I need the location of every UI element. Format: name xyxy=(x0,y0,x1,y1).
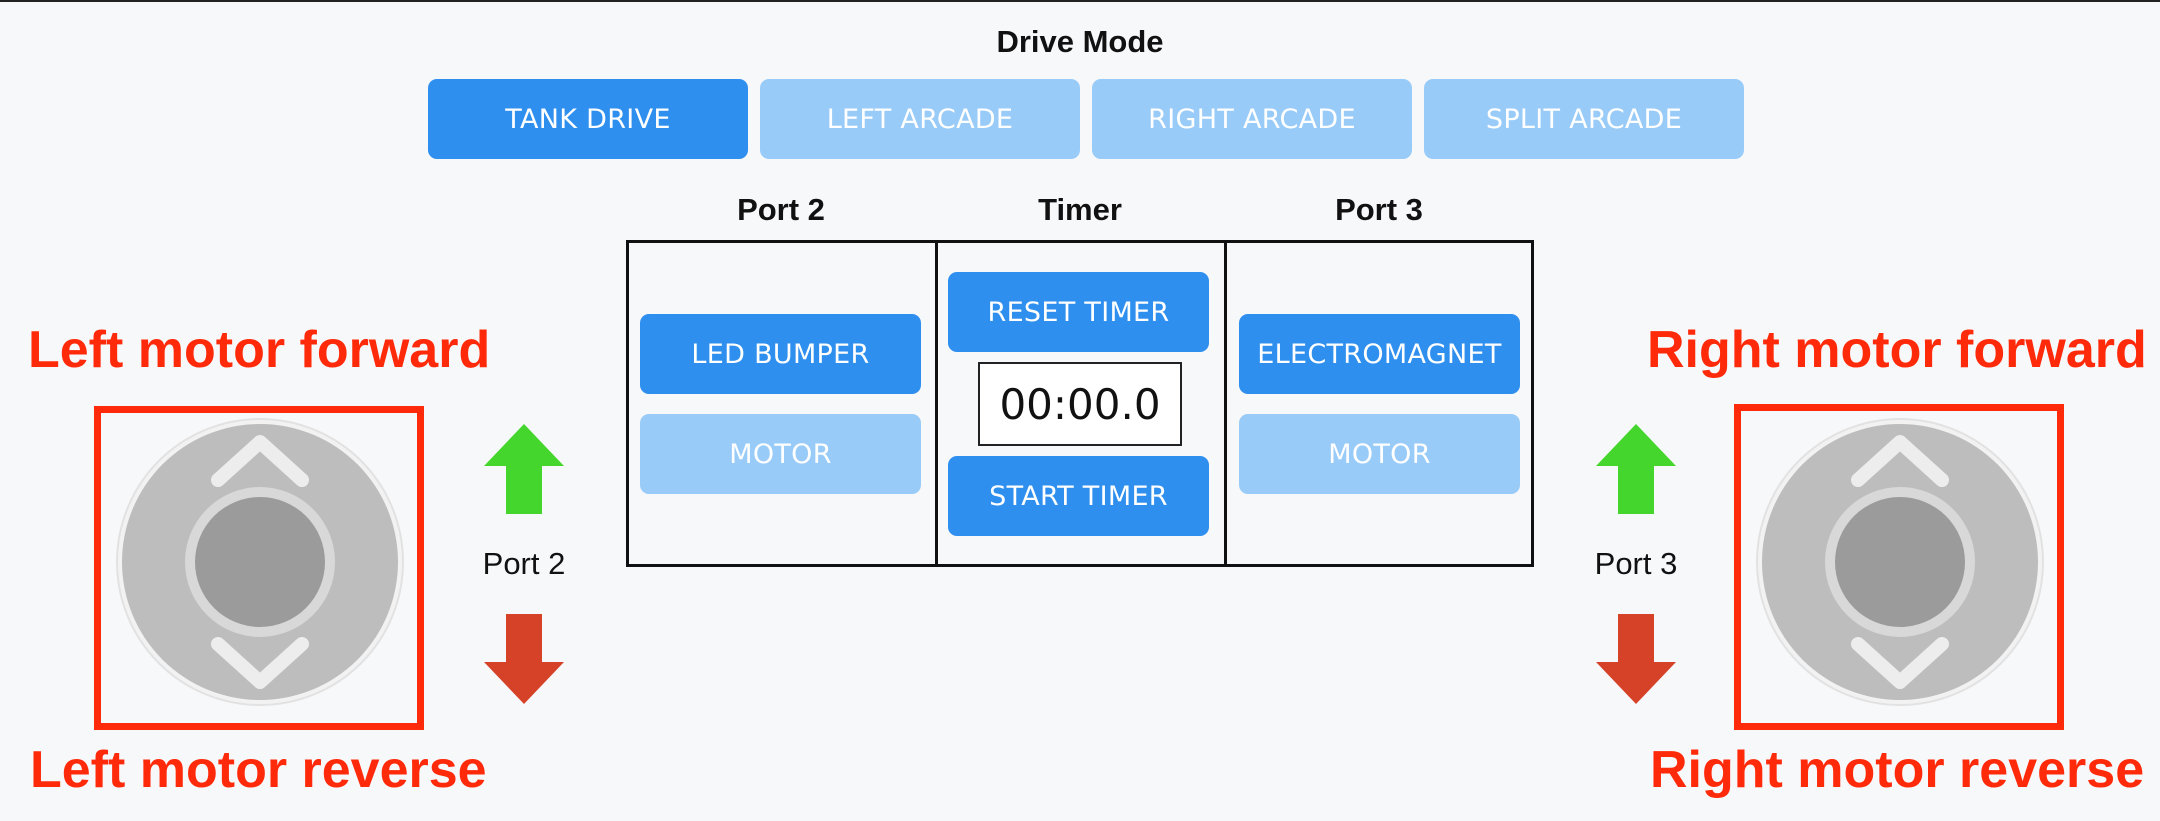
arrow-down-icon xyxy=(1596,614,1676,704)
right-joystick-frame xyxy=(1734,404,2064,730)
chevron-up-icon xyxy=(211,435,309,487)
tank-drive-button[interactable]: TANK DRIVE xyxy=(428,79,748,159)
port2-panel xyxy=(626,240,938,567)
port3-electromagnet-button[interactable]: ELECTROMAGNET xyxy=(1239,314,1520,394)
chevron-down-icon xyxy=(211,637,309,689)
reset-timer-button[interactable]: RESET TIMER xyxy=(948,272,1209,352)
right-joystick[interactable] xyxy=(1762,424,2038,700)
chevron-down-icon xyxy=(1851,637,1949,689)
left-motor-reverse-label: Left motor reverse xyxy=(30,741,487,799)
left-motor-forward-label: Left motor forward xyxy=(28,321,491,379)
drive-mode-title: Drive Mode xyxy=(996,24,1164,59)
arrow-up-icon xyxy=(484,424,564,514)
start-timer-button[interactable]: START TIMER xyxy=(948,456,1209,536)
port2-title: Port 2 xyxy=(737,192,825,227)
port2-led-bumper-button[interactable]: LED BUMPER xyxy=(640,314,921,394)
port2-motor-button[interactable]: MOTOR xyxy=(640,414,921,494)
right-port-label: Port 3 xyxy=(1594,546,1678,581)
left-joystick-knob[interactable] xyxy=(195,497,325,627)
chevron-up-icon xyxy=(1851,435,1949,487)
right-motor-forward-label: Right motor forward xyxy=(1647,321,2147,379)
timer-display: 00:00.0 xyxy=(978,362,1182,446)
port3-motor-button[interactable]: MOTOR xyxy=(1239,414,1520,494)
port3-title: Port 3 xyxy=(1335,192,1423,227)
arrow-up-icon xyxy=(1596,424,1676,514)
right-motor-reverse-label: Right motor reverse xyxy=(1650,741,2145,799)
right-joystick-knob[interactable] xyxy=(1835,497,1965,627)
split-arcade-button[interactable]: SPLIT ARCADE xyxy=(1424,79,1744,159)
port3-panel xyxy=(1224,240,1534,567)
left-joystick-frame xyxy=(94,406,424,730)
left-joystick[interactable] xyxy=(122,424,398,700)
right-arcade-button[interactable]: RIGHT ARCADE xyxy=(1092,79,1412,159)
timer-title: Timer xyxy=(1038,192,1122,227)
arrow-down-icon xyxy=(484,614,564,704)
left-port-label: Port 2 xyxy=(482,546,566,581)
left-arcade-button[interactable]: LEFT ARCADE xyxy=(760,79,1080,159)
